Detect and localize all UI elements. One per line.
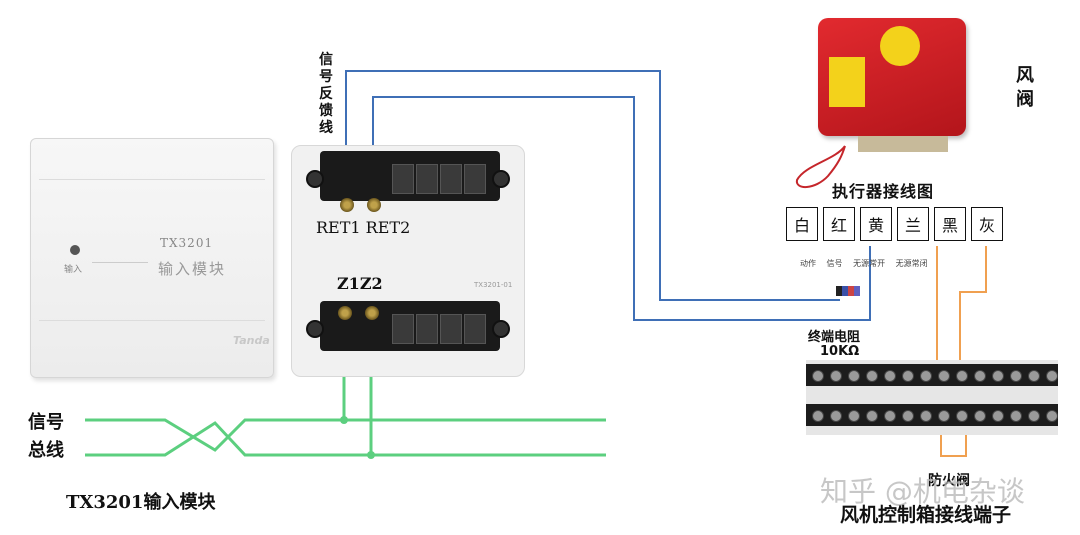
terminal-strip-screw-icon	[866, 370, 878, 382]
terminal-strip-screw-icon	[812, 410, 824, 422]
terminal-strip-screw-icon	[884, 370, 896, 382]
input-led-label: 输入	[64, 265, 83, 275]
input-module	[30, 138, 274, 378]
z2-junction	[367, 451, 375, 459]
terminal-strip-screw-icon	[1046, 410, 1058, 422]
module-divider	[92, 262, 148, 263]
upper-right-hole-icon	[492, 170, 510, 188]
bus-label-line1: 信号	[28, 412, 64, 433]
terminal-strip-screw-icon	[1010, 410, 1022, 422]
module-brand-logo: Tanda	[233, 334, 270, 347]
terminal-black: 黑	[934, 207, 966, 241]
feedback-label-char: 反	[319, 86, 333, 102]
module-model: TX3201	[160, 236, 214, 250]
lower-left-hole-icon	[306, 320, 324, 338]
terminal-yellow: 黄	[860, 207, 892, 241]
feedback-wire-ret1	[345, 70, 840, 301]
bus-wire-1	[85, 418, 606, 452]
terminal-strip-screw-icon	[974, 410, 986, 422]
terminal-strip-screw-icon	[866, 410, 878, 422]
terminal-strip-screw-icon	[902, 370, 914, 382]
terminal-slot	[392, 164, 414, 194]
damper-label: 风 阀	[1016, 64, 1036, 112]
terminal-strip-screw-icon	[1028, 370, 1040, 382]
terminal-strip-screw-icon	[920, 410, 932, 422]
terminal-white: 白	[786, 207, 818, 241]
terminal-strip-screw-icon	[956, 370, 968, 382]
feedback-wire-label: 信 号 反 馈 线	[318, 52, 334, 137]
module-caption: TX3201输入模块	[66, 492, 216, 513]
terminal-slot	[464, 314, 486, 344]
z-terminal-labels: Z1Z2	[337, 274, 383, 293]
z1-junction	[340, 416, 348, 424]
lower-right-hole-icon	[492, 320, 510, 338]
orange-wire-1	[936, 246, 941, 379]
terminal-strip-screw-icon	[848, 370, 860, 382]
terminal-strip-screw-icon	[1028, 410, 1040, 422]
watermark: 知乎 @机电杂谈	[820, 475, 1025, 508]
ret-terminal-labels: RET1 RET2	[316, 218, 411, 237]
terminal-slot	[416, 314, 438, 344]
terminal-strip-screw-icon	[992, 370, 1004, 382]
terminal-strip-screw-icon	[830, 410, 842, 422]
terminal-strip-screw-icon	[992, 410, 1004, 422]
module-name: 输入模块	[158, 260, 227, 278]
terminal-strip-screw-icon	[974, 370, 986, 382]
terminal-strip-screw-icon	[1046, 370, 1058, 382]
actuator-terminal-row: 白 红 黄 兰 黑 灰	[786, 207, 1008, 241]
terminal-strip-screw-icon	[902, 410, 914, 422]
bus-label-line2: 总线	[28, 440, 64, 461]
input-module-faceplate	[39, 179, 265, 321]
terminal-strip-screw-icon	[938, 410, 950, 422]
terminal-strip-screw-icon	[812, 370, 824, 382]
upper-left-hole-icon	[306, 170, 324, 188]
ret1-screw-icon	[340, 198, 354, 212]
actuator-bracket	[858, 136, 948, 152]
terminal-strip-screw-icon	[830, 370, 842, 382]
terminal-strip-screw-icon	[956, 410, 968, 422]
actuator-diagram-title: 执行器接线图	[832, 182, 935, 201]
terminal-slot	[440, 314, 462, 344]
terminal-box-caption: 风机控制箱接线端子	[840, 504, 1012, 526]
actuator-warning-sticker	[829, 57, 865, 107]
terminal-slot	[416, 164, 438, 194]
ret2-screw-icon	[367, 198, 381, 212]
z2-screw-icon	[365, 306, 379, 320]
damper-label-char: 风	[1016, 65, 1034, 86]
actuator-dial-icon	[880, 26, 920, 66]
feedback-label-char: 号	[319, 69, 333, 85]
bus-wire-2	[85, 421, 606, 457]
terminal-strip-screw-icon	[848, 410, 860, 422]
feedback-label-char: 线	[319, 120, 333, 136]
terminal-resistor-icon	[836, 286, 868, 296]
terminal-strip-screw-icon	[884, 410, 896, 422]
resistor-label-line2: 10KΩ	[820, 344, 860, 359]
terminal-group-notes: 动作 信号 无源常开 无源常闭	[800, 259, 928, 268]
terminal-strip-screw-icon	[920, 370, 932, 382]
control-box-terminal-strip-photo	[806, 360, 1058, 435]
base-plate-tag: TX3201-01	[474, 281, 513, 289]
terminal-slot	[392, 314, 414, 344]
terminal-blue: 兰	[897, 207, 929, 241]
actuator-pull-cord	[795, 145, 846, 188]
module-base-plate	[291, 145, 525, 377]
orange-wire-2	[959, 246, 987, 378]
feedback-wire-ret2	[372, 96, 871, 321]
fire-damper-label: 防火阀	[928, 473, 970, 489]
feedback-label-char: 馈	[319, 103, 333, 119]
terminal-red: 红	[823, 207, 855, 241]
input-led-icon	[70, 245, 80, 255]
z1-screw-icon	[338, 306, 352, 320]
damper-label-char: 阀	[1016, 89, 1034, 110]
terminal-strip-screw-icon	[938, 370, 950, 382]
terminal-strip-screw-icon	[1010, 370, 1022, 382]
resistor-label-line1: 终端电阻	[808, 330, 861, 345]
terminal-slot	[464, 164, 486, 194]
terminal-slot	[440, 164, 462, 194]
feedback-label-char: 信	[319, 52, 333, 68]
terminal-grey: 灰	[971, 207, 1003, 241]
